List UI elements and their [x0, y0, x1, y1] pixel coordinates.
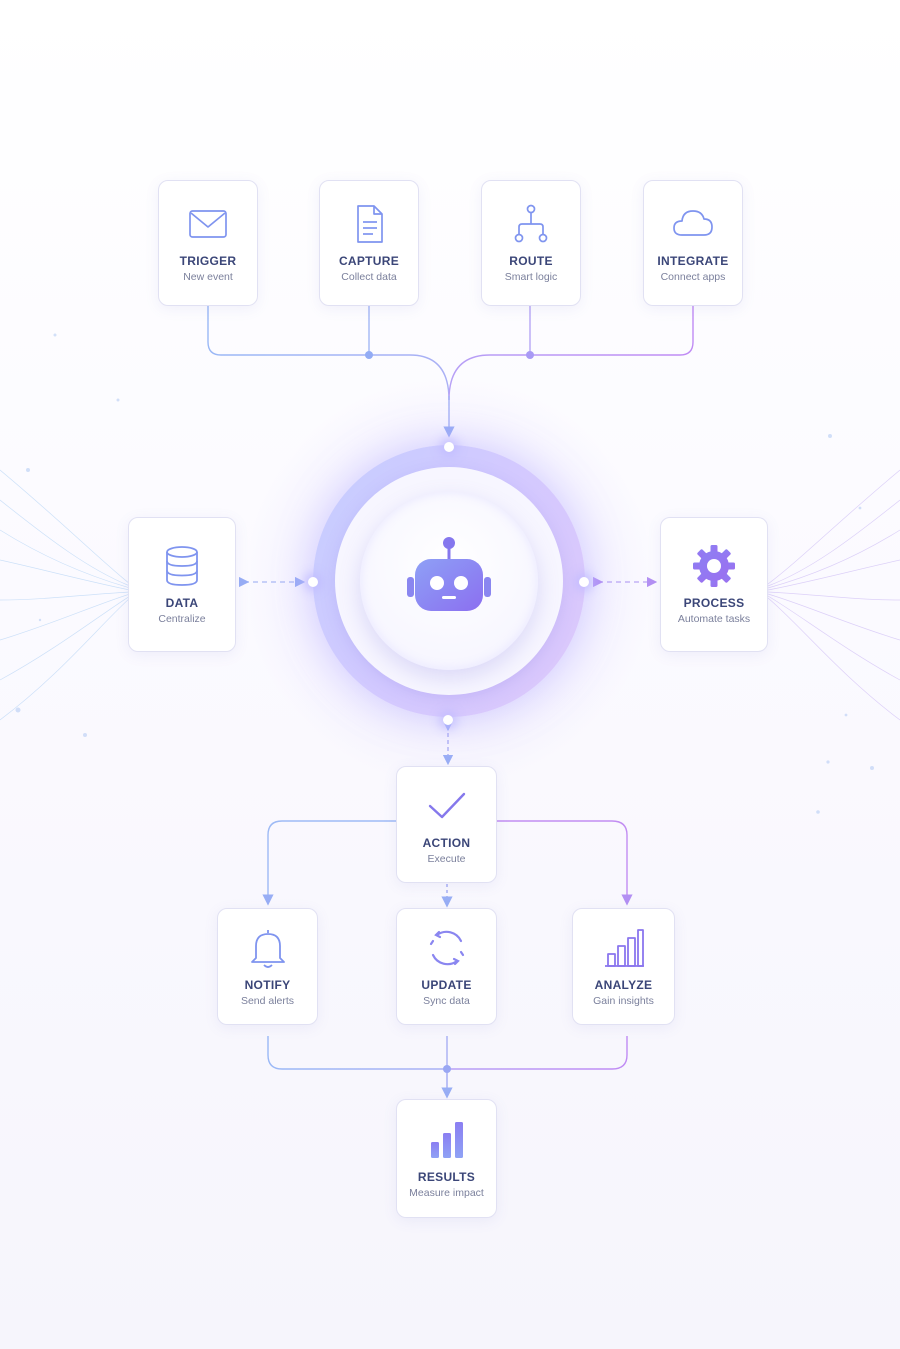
- node-title: DATA: [165, 595, 199, 610]
- node-title: NOTIFY: [244, 977, 291, 992]
- node-title: CAPTURE: [338, 254, 400, 268]
- gear-icon: [692, 544, 736, 588]
- bottom-merge-lines: [267, 1036, 628, 1099]
- node-title: ROUTE: [509, 254, 553, 268]
- node-subtitle: New event: [183, 271, 233, 283]
- node-title: RESULTS: [417, 1169, 476, 1184]
- node-capture[interactable]: CAPTURE Collect data: [319, 180, 419, 306]
- junction-dot: [365, 351, 373, 359]
- junction-dot: [526, 351, 534, 359]
- spark-dot: [308, 577, 318, 587]
- node-notify[interactable]: NOTIFY Send alerts: [217, 908, 318, 1025]
- node-subtitle: Sync data: [423, 994, 470, 1007]
- node-title: UPDATE: [421, 977, 472, 992]
- document-icon: [347, 202, 391, 246]
- robot-icon: [404, 535, 494, 625]
- node-subtitle: Collect data: [341, 271, 397, 283]
- node-process[interactable]: PROCESS Automate tasks: [660, 517, 768, 652]
- node-subtitle: Measure impact: [409, 1186, 484, 1199]
- spark-dot: [579, 577, 589, 587]
- database-icon: [160, 544, 204, 588]
- node-route[interactable]: ROUTE Smart logic: [481, 180, 581, 306]
- node-integrate[interactable]: INTEGRATE Connect apps: [643, 180, 743, 306]
- node-title: ACTION: [422, 835, 471, 850]
- spark-dot: [444, 442, 454, 452]
- node-trigger[interactable]: TRIGGER New event: [158, 180, 258, 306]
- top-merge-lines: [207, 306, 694, 438]
- node-subtitle: Automate tasks: [677, 612, 751, 625]
- ai-hub[interactable]: [243, 375, 655, 787]
- node-subtitle: Centralize: [158, 612, 206, 625]
- node-subtitle: Gain insights: [593, 994, 654, 1007]
- bell-icon: [246, 926, 290, 970]
- bar-chart-icon: [425, 1118, 469, 1162]
- node-results[interactable]: RESULTS Measure impact: [396, 1099, 497, 1218]
- action-branch-lines: [262, 820, 633, 908]
- node-title: PROCESS: [683, 595, 745, 610]
- node-subtitle: Send alerts: [240, 994, 295, 1007]
- node-data[interactable]: DATA Centralize: [128, 517, 236, 652]
- cloud-icon: [671, 202, 715, 246]
- node-title: INTEGRATE: [657, 254, 729, 268]
- branch-icon: [509, 202, 553, 246]
- node-subtitle: Smart logic: [504, 271, 558, 283]
- check-icon: [425, 784, 469, 828]
- node-subtitle: Execute: [427, 852, 466, 865]
- sync-icon: [425, 926, 469, 970]
- node-title: ANALYZE: [594, 977, 653, 992]
- node-subtitle: Connect apps: [660, 271, 726, 283]
- left-wisp-lines: [0, 469, 131, 721]
- bar-chart-icon: [602, 926, 646, 970]
- node-action[interactable]: ACTION Execute: [396, 766, 497, 883]
- junction-dot: [443, 1065, 451, 1073]
- spark-dot: [443, 715, 453, 725]
- node-update[interactable]: UPDATE Sync data: [396, 908, 497, 1025]
- right-wisp-lines: [767, 469, 900, 721]
- mail-icon: [186, 202, 230, 246]
- node-title: TRIGGER: [179, 254, 237, 268]
- particle-dots: [15, 333, 874, 814]
- node-analyze[interactable]: ANALYZE Gain insights: [572, 908, 675, 1025]
